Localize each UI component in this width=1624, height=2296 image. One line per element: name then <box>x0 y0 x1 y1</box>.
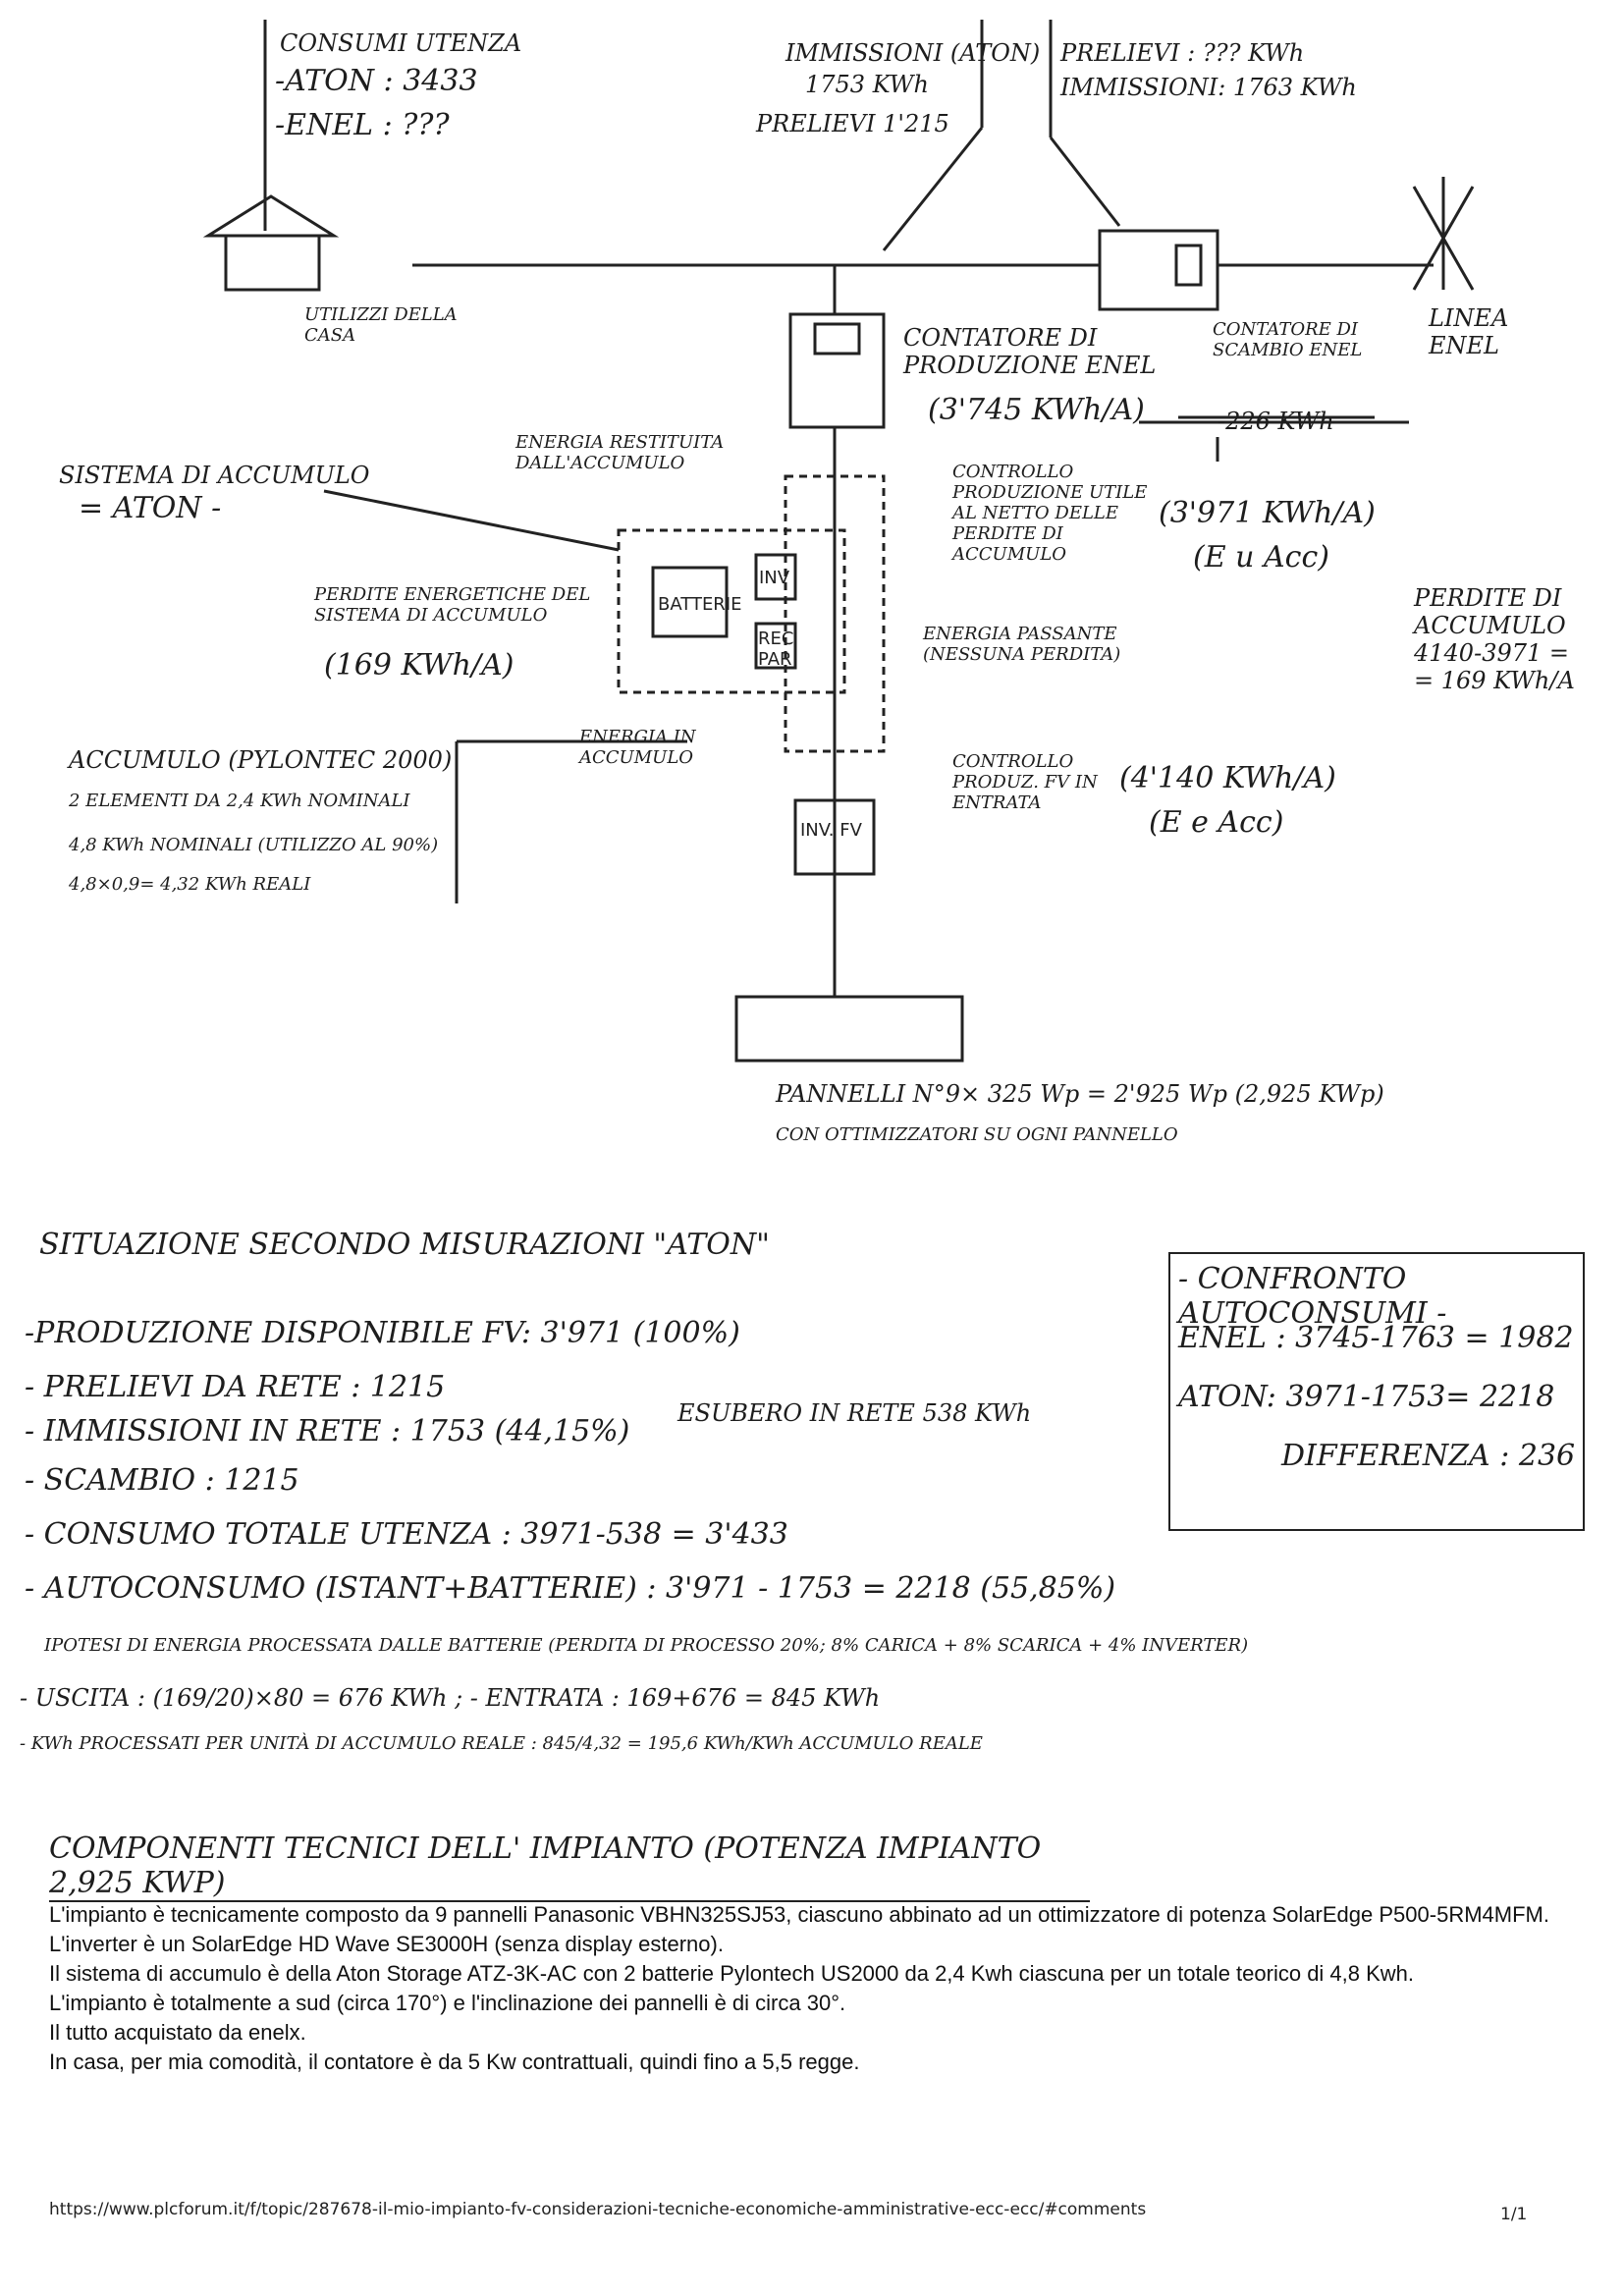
componenti-title: COMPONENTI TECNICI DELL' IMPIANTO (POTEN… <box>49 1831 1090 1902</box>
consumi-enel: -ENEL : ??? <box>275 108 450 142</box>
utilizzi-label: UTILIZZI DELLA CASA <box>304 304 458 346</box>
inv-box: INV <box>759 568 790 588</box>
immissioni-aton-value: 1753 KWh <box>805 71 929 98</box>
confronto-enel: ENEL : 3745-1763 = 1982 <box>1178 1321 1574 1355</box>
componenti-line: In casa, per mia comodità, il contatore … <box>49 2050 860 2074</box>
situazione-row: - AUTOCONSUMO (ISTANT+BATTERIE) : 3'971 … <box>25 1571 1116 1606</box>
componenti-line: L'inverter è un SolarEdge HD Wave SE3000… <box>49 1932 724 1956</box>
situazione-title: SITUAZIONE SECONDO MISURAZIONI "ATON" <box>39 1228 770 1262</box>
immissioni-aton-label: IMMISSIONI (ATON) <box>785 39 1041 67</box>
consumi-title: CONSUMI UTENZA <box>280 29 522 57</box>
inv-fv-box: INV. FV <box>800 820 862 841</box>
ipotesi: IPOTESI DI ENERGIA PROCESSATA DALLE BATT… <box>44 1635 1249 1656</box>
euacc: (E u Acc) <box>1193 540 1329 574</box>
accumulo-line-2: 2 ELEMENTI DA 2,4 KWh NOMINALI <box>69 791 410 811</box>
contatore-prod-label: CONTATORE DI PRODUZIONE ENEL <box>903 324 1157 379</box>
situazione-row: - IMMISSIONI IN RETE : 1753 (44,15%) <box>25 1414 630 1449</box>
componenti-line: Il tutto acquistato da enelx. <box>49 2020 306 2045</box>
pannelli-label: PANNELLI N°9× 325 Wp = 2'925 Wp (2,925 K… <box>776 1080 1384 1108</box>
componenti-line: Il sistema di accumulo è della Aton Stor… <box>49 1961 1415 1986</box>
esubero: ESUBERO IN RETE 538 KWh <box>677 1399 1032 1427</box>
situazione-row: -PRODUZIONE DISPONIBILE FV: 3'971 (100%) <box>25 1316 740 1350</box>
ottimizzatori-label: CON OTTIMIZZATORI SU OGNI PANNELLO <box>776 1124 1178 1145</box>
energia-passante: ENERGIA PASSANTE (NESSUNA PERDITA) <box>923 624 1121 665</box>
componenti-line: L'impianto è totalmente a sud (circa 170… <box>49 1991 846 2015</box>
accumulo-line-1: ACCUMULO (PYLONTEC 2000) <box>69 746 453 774</box>
val-169: (169 KWh/A) <box>324 648 514 683</box>
accumulo-line-3: 4,8 KWh NOMINALI (UTILIZZO AL 90%) <box>69 835 439 855</box>
situazione-row: - SCAMBIO : 1215 <box>25 1463 299 1498</box>
prod-value: (3'745 KWh/A) <box>928 393 1145 427</box>
situazione-row: - CONSUMO TOTALE UTENZA : 3971-538 = 3'4… <box>25 1517 788 1552</box>
controllo-fv: CONTROLLO PRODUZ. FV IN ENTRATA <box>952 751 1098 813</box>
energia-in: ENERGIA IN ACCUMULO <box>579 727 696 768</box>
footer-url: https://www.plcforum.it/f/topic/287678-i… <box>49 2200 1147 2219</box>
prelievi-aton: PRELIEVI 1'215 <box>756 110 949 137</box>
scambio-label: CONTATORE DI SCAMBIO ENEL <box>1213 319 1363 360</box>
uscita: - USCITA : (169/20)×80 = 676 KWh ; - ENT… <box>20 1684 881 1712</box>
confronto-title: - CONFRONTO AUTOCONSUMI - <box>1178 1262 1447 1331</box>
accumulo-line-4: 4,8×0,9= 4,32 KWh REALI <box>69 874 311 895</box>
confronto-diff: DIFFERENZA : 236 <box>1281 1439 1576 1473</box>
val-4140: (4'140 KWh/A) <box>1119 761 1336 795</box>
componenti-text: L'impianto è tecnicamente composto da 9 … <box>49 1900 1571 2077</box>
rec-box: REC PAR <box>758 629 794 670</box>
confronto-aton: ATON: 3971-1753= 2218 <box>1178 1380 1555 1414</box>
controllo-utile: CONTROLLO PRODUZIONE UTILE AL NETTO DELL… <box>952 462 1148 565</box>
situazione-row: - PRELIEVI DA RETE : 1215 <box>25 1370 446 1404</box>
energia-rest: ENERGIA RESTITUITA DALL'ACCUMULO <box>515 432 725 473</box>
kwh-processati: - KWh PROCESSATI PER UNITÀ DI ACCUMULO R… <box>20 1733 983 1754</box>
eeacc: (E e Acc) <box>1149 805 1284 840</box>
val-3971: (3'971 KWh/A) <box>1159 496 1376 530</box>
perdite-energetiche: PERDITE ENERGETICHE DEL SISTEMA DI ACCUM… <box>314 584 591 626</box>
sistema-label: SISTEMA DI ACCUMULO <box>59 462 370 489</box>
componenti-line: L'impianto è tecnicamente composto da 9 … <box>49 1902 1549 1927</box>
linea-label: LINEA ENEL <box>1429 304 1509 359</box>
footer-page: 1/1 <box>1500 2205 1528 2224</box>
prelievi-enel: PRELIEVI : ??? KWh <box>1060 39 1305 67</box>
confronto-box <box>1168 1252 1585 1531</box>
minus226: -226 KWh <box>1218 408 1334 435</box>
consumi-aton: -ATON : 3433 <box>275 64 478 98</box>
perdite-accumulo: PERDITE DI ACCUMULO 4140-3971 = = 169 KW… <box>1414 584 1575 694</box>
immissioni-enel: IMMISSIONI: 1763 KWh <box>1060 74 1357 101</box>
aton-label: = ATON - <box>79 491 222 525</box>
batterie-box: BATTERIE <box>658 594 742 615</box>
